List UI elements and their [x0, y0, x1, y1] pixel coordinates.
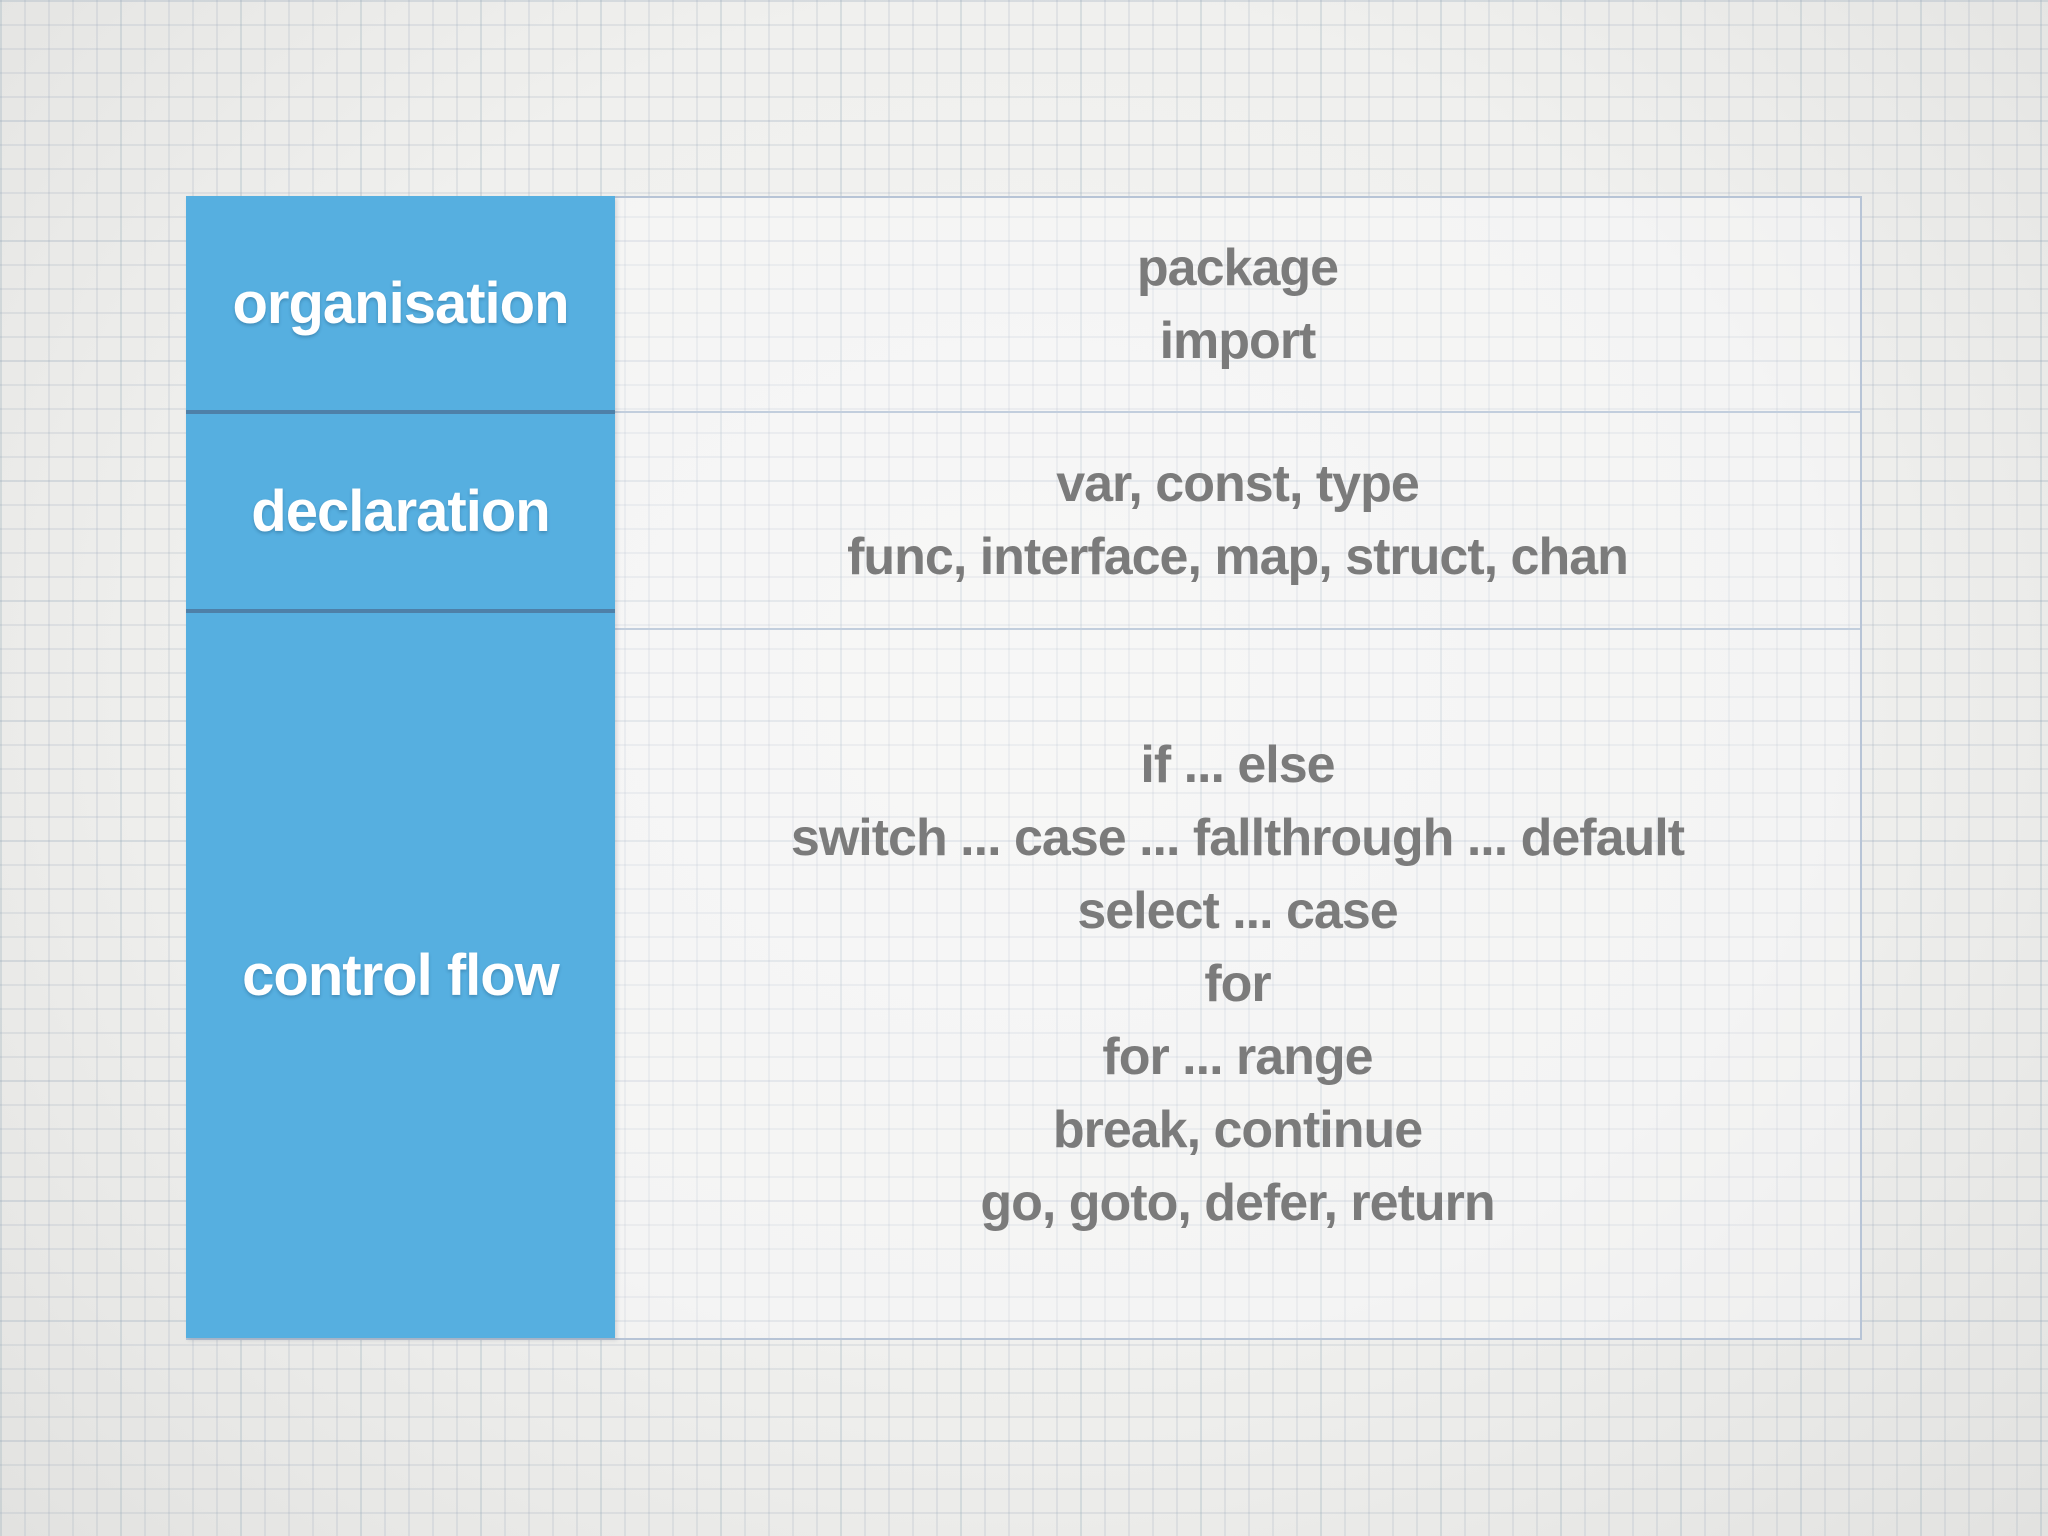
category-cell-declaration: declaration: [186, 410, 615, 609]
keyword-line: select ... case: [1077, 881, 1398, 940]
keywords-column: package import var, const, type func, in…: [615, 198, 1860, 1338]
keyword-line: switch ... case ... fallthrough ... defa…: [790, 808, 1685, 867]
keyword-category-table: package import var, const, type func, in…: [186, 196, 1862, 1340]
keyword-line: package: [1136, 238, 1339, 297]
category-label-control-flow: control flow: [242, 943, 560, 1008]
keyword-line: go, goto, defer, return: [980, 1173, 1495, 1232]
keywords-cell-declaration: var, const, type func, interface, map, s…: [615, 411, 1860, 628]
category-cell-control-flow: control flow: [186, 609, 615, 1338]
keyword-line: var, const, type: [1056, 454, 1420, 513]
keyword-line: for ... range: [1102, 1027, 1373, 1086]
keyword-line: func, interface, map, struct, chan: [847, 527, 1629, 586]
category-column: organisation declaration control flow: [186, 196, 615, 1338]
keywords-cell-control-flow: if ... else switch ... case ... fallthro…: [615, 628, 1860, 1338]
keyword-line: if ... else: [1140, 735, 1335, 794]
keyword-line: for: [1204, 954, 1271, 1013]
category-cell-organisation: organisation: [186, 196, 615, 410]
category-label-declaration: declaration: [251, 479, 550, 544]
category-label-organisation: organisation: [232, 270, 569, 336]
keyword-line: import: [1159, 311, 1317, 370]
keywords-cell-organisation: package import: [615, 198, 1860, 411]
keyword-line: break, continue: [1052, 1100, 1423, 1159]
